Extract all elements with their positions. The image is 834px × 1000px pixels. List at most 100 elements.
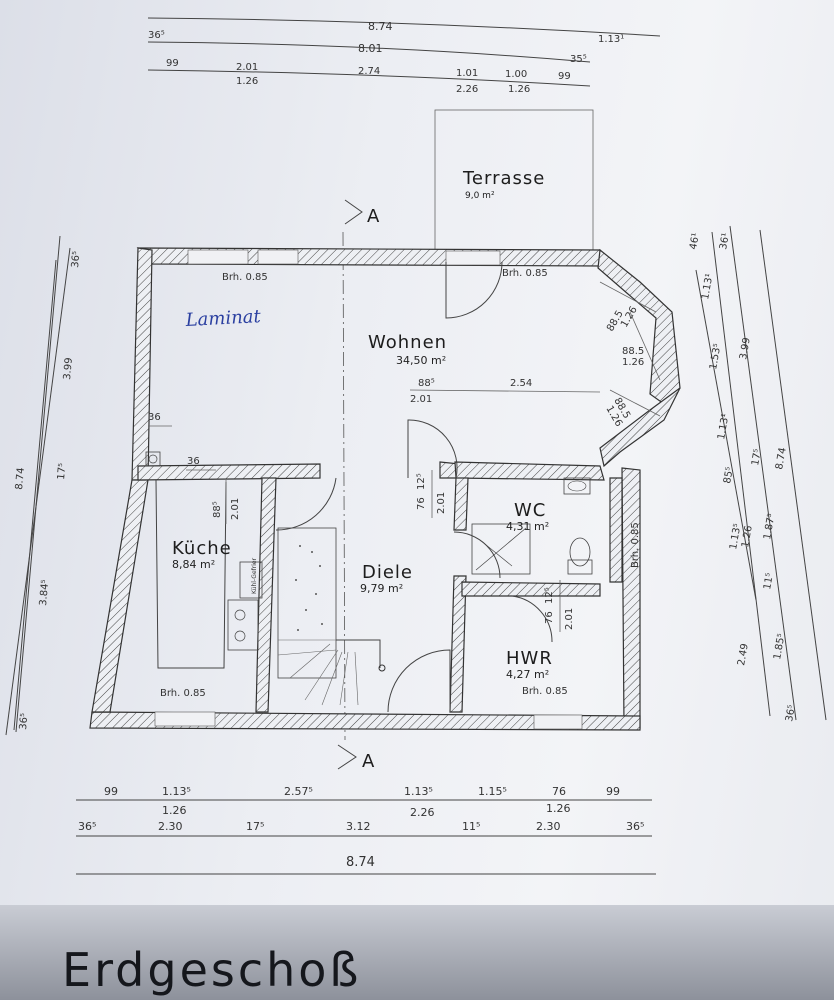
right-dim-1131a: 1.13¹ bbox=[700, 273, 715, 301]
top-dim-201: 2.01 bbox=[236, 62, 258, 73]
section-marker-bottom: A bbox=[337, 744, 375, 772]
drawing-title: Erdgeschoß bbox=[62, 943, 362, 997]
doors bbox=[275, 261, 553, 713]
right-dim-1855: 1.85⁵ bbox=[772, 633, 787, 661]
staircase bbox=[277, 527, 386, 706]
bottom-dim-99a: 99 bbox=[104, 785, 118, 798]
top-dim-226: 2.26 bbox=[456, 84, 478, 95]
interior-walls bbox=[137, 461, 623, 713]
bottom-dim-1135a: 1.13⁵ bbox=[162, 785, 191, 798]
window-top-1 bbox=[187, 249, 249, 265]
bottom-dim-230a: 2.30 bbox=[158, 820, 183, 833]
sill-label-3: Brh. 0.85 bbox=[160, 688, 206, 699]
section-marker-top: A bbox=[344, 199, 380, 227]
right-dim-1535: 1.53⁵ bbox=[708, 343, 723, 371]
wohnen-dim-885: 88⁵ bbox=[418, 378, 435, 389]
room-diele-area: 9,79 m² bbox=[360, 582, 403, 595]
top-dim-355: 35⁵ bbox=[570, 54, 587, 65]
bay-dimension-lines bbox=[599, 281, 661, 417]
bottom-dim-115: 11⁵ bbox=[462, 820, 480, 833]
bay-dim-2a: 88.5 bbox=[622, 346, 644, 357]
top-dim-126a: 1.26 bbox=[236, 76, 258, 87]
bay-dim-1b: 1.26 bbox=[619, 305, 640, 330]
bottom-dim-76: 76 bbox=[552, 785, 566, 798]
left-dim-874: 8.74 bbox=[14, 467, 27, 490]
svg-text:A: A bbox=[367, 206, 380, 227]
top-dim-101: 1.01 bbox=[456, 68, 478, 79]
bottom-dim-226: 2.26 bbox=[410, 806, 435, 819]
bay-dim-2b: 1.26 bbox=[622, 357, 644, 368]
window-bottom-2 bbox=[533, 714, 583, 730]
handwritten-note: Laminat bbox=[184, 306, 262, 331]
window-top-2 bbox=[257, 249, 299, 265]
bottom-dim-175: 17⁵ bbox=[246, 820, 264, 833]
right-dim-115: 11⁵ bbox=[762, 572, 776, 590]
left-dimensions: 8.74 36⁵ 3.99 17⁵ 3.84⁵ 36⁵ bbox=[5, 235, 82, 736]
svg-text:A: A bbox=[362, 751, 375, 772]
right-dim-126: 1.26 bbox=[740, 525, 755, 549]
bottom-dim-1155: 1.15⁵ bbox=[478, 785, 507, 798]
room-hwr-name: HWR bbox=[506, 648, 553, 669]
exterior-walls bbox=[89, 247, 681, 731]
bottom-dim-230b: 2.30 bbox=[536, 820, 561, 833]
wohnen-dim-line bbox=[409, 389, 601, 393]
hwr-dim-125: 12⁵ bbox=[544, 587, 555, 604]
diele-dim-125: 12⁵ bbox=[416, 473, 427, 490]
room-kueche-area: 8,84 m² bbox=[172, 558, 215, 571]
bottom-dim-1135b: 1.13⁵ bbox=[404, 785, 433, 798]
right-dim-855: 85⁵ bbox=[722, 466, 736, 484]
top-dim-100: 1.00 bbox=[505, 69, 527, 80]
section-line bbox=[342, 231, 346, 741]
top-dim-274: 2.74 bbox=[358, 66, 380, 77]
top-dimensions: 8.74 36⁵ 8.01 35⁵ 1.13¹ 99 2.01 1.26 2.7… bbox=[147, 17, 661, 95]
room-kueche-name: Küche bbox=[172, 538, 232, 559]
wall-dim-36a: 36 bbox=[148, 412, 161, 423]
top-dim-801: 8.01 bbox=[358, 42, 383, 55]
sill-label-2: Brh. 0.85 bbox=[502, 268, 548, 279]
bottom-dim-2575: 2.57⁵ bbox=[284, 785, 313, 798]
bottom-dim-36b: 36⁵ bbox=[626, 820, 644, 833]
wall-dim-36b: 36 bbox=[187, 456, 200, 467]
right-dim-1875: 1.87⁵ bbox=[762, 513, 777, 541]
right-dim-461: 46¹ bbox=[688, 232, 702, 250]
left-dim-36b: 36⁵ bbox=[18, 713, 30, 731]
kueche-dim-885: 88⁵ bbox=[212, 501, 223, 518]
left-dim-3845: 3.84⁵ bbox=[38, 579, 51, 606]
room-wc-area: 4,31 m² bbox=[506, 520, 549, 533]
terrace-area: 9,0 m² bbox=[465, 191, 495, 201]
diele-dim-201: 2.01 bbox=[436, 492, 447, 514]
wohnen-dim-201: 2.01 bbox=[410, 394, 432, 405]
bottom-dim-99b: 99 bbox=[606, 785, 620, 798]
top-dim-99b: 99 bbox=[558, 71, 571, 82]
sill-label-4: Brh. 0.85 bbox=[522, 686, 568, 697]
kueche-dim-201: 2.01 bbox=[230, 498, 241, 520]
right-dim-1135: 1.13⁵ bbox=[728, 523, 743, 551]
room-wohnen-area: 34,50 m² bbox=[396, 354, 446, 367]
wc-sill-label: Brh. 0.85 bbox=[630, 522, 641, 568]
terrace-name: Terrasse bbox=[462, 168, 545, 189]
bottom-dim-126b: 1.26 bbox=[546, 802, 571, 815]
top-dim-99a: 99 bbox=[166, 58, 179, 69]
sill-label-1: Brh. 0.85 bbox=[222, 272, 268, 283]
bottom-dim-126a: 1.26 bbox=[162, 804, 187, 817]
right-dim-874: 8.74 bbox=[774, 447, 789, 471]
left-dim-399: 3.99 bbox=[62, 357, 75, 380]
right-dim-1131b: 1.13¹ bbox=[716, 413, 731, 441]
bottom-dim-874: 8.74 bbox=[346, 855, 375, 870]
bottom-dimensions: 99 1.13⁵ 1.26 2.57⁵ 1.13⁵ 2.26 1.15⁵ 76 … bbox=[76, 785, 656, 875]
window-bottom-1 bbox=[154, 711, 216, 727]
top-dim-113: 1.13¹ bbox=[598, 34, 624, 45]
right-dim-399: 3.99 bbox=[738, 337, 753, 361]
room-wohnen-name: Wohnen bbox=[368, 332, 447, 353]
right-dim-175: 17⁵ bbox=[750, 448, 764, 466]
diele-dim-76: 76 bbox=[416, 497, 427, 510]
wohnen-dim-254: 2.54 bbox=[510, 378, 532, 389]
left-dim-36a: 36⁵ bbox=[70, 251, 82, 269]
room-wc-name: WC bbox=[514, 500, 546, 521]
footer-band: Erdgeschoß bbox=[0, 905, 834, 1000]
window-top-3 bbox=[445, 250, 501, 266]
kitchen-counter: Kühl-Gefrier bbox=[145, 451, 263, 669]
right-dim-361: 36¹ bbox=[718, 232, 732, 250]
room-diele-name: Diele bbox=[362, 562, 413, 583]
